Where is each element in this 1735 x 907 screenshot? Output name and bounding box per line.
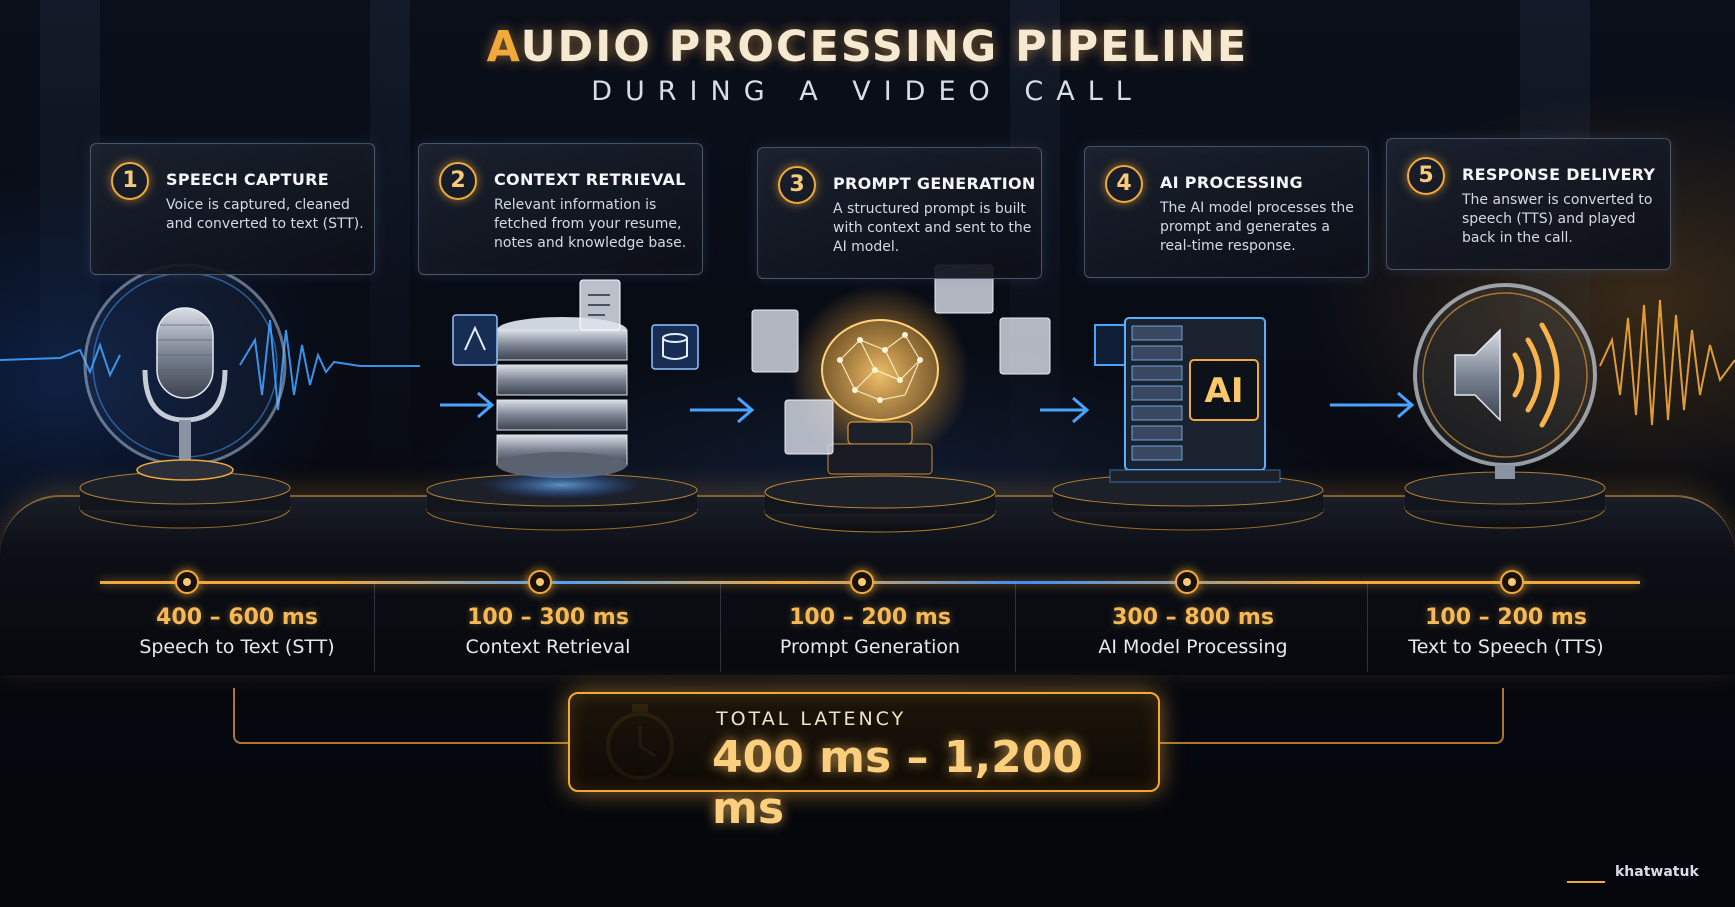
latency-stage: Text to Speech (TTS) xyxy=(1408,636,1604,658)
latency-stage: Speech to Text (STT) xyxy=(139,636,335,658)
total-latency-panel: TOTAL LATENCY 400 ms – 1,200 ms xyxy=(568,692,1160,834)
step-title: SPEECH CAPTURE xyxy=(166,170,330,189)
step-card-2: 2 CONTEXT RETRIEVAL Relevant information… xyxy=(418,143,703,275)
timeline-divider xyxy=(1015,582,1016,672)
server-icon: AI xyxy=(1094,317,1281,483)
page-subtitle: DURING A VIDEO CALL xyxy=(591,76,1144,107)
latency-stage: Prompt Generation xyxy=(779,636,961,658)
step-title: AI PROCESSING xyxy=(1160,173,1303,192)
latency-stage: Context Retrieval xyxy=(465,636,631,658)
step-number: 4 xyxy=(1105,165,1143,203)
step-card-3: 3 PROMPT GENERATION A structured prompt … xyxy=(757,147,1042,279)
total-latency-label: TOTAL LATENCY xyxy=(716,708,907,730)
page-title: AUDIO PROCESSING PIPELINE xyxy=(486,22,1249,72)
brand-name: khatwatuk xyxy=(1615,864,1699,880)
step-description: Relevant information is fetched from you… xyxy=(494,197,687,251)
microphone-icon xyxy=(83,263,287,481)
timeline-node xyxy=(175,570,199,594)
timeline-node xyxy=(1175,570,1199,594)
timeline-node xyxy=(528,570,552,594)
ai-label: AI xyxy=(1205,371,1244,411)
timeline-divider xyxy=(374,582,375,672)
step-title: PROMPT GENERATION xyxy=(833,174,1036,193)
database-icon xyxy=(452,279,699,499)
step-number: 3 xyxy=(778,166,816,204)
brand-underline xyxy=(1567,881,1605,883)
total-bracket-left xyxy=(233,688,573,744)
step-card-1: 1 SPEECH CAPTURE Voice is captured, clea… xyxy=(90,143,375,275)
speaker-icon xyxy=(1413,283,1597,479)
step-description: The AI model processes the prompt and ge… xyxy=(1160,200,1354,254)
step-title: CONTEXT RETRIEVAL xyxy=(494,170,686,189)
pedestals xyxy=(79,471,1606,533)
total-latency-value: 400 ms – 1,200 ms xyxy=(712,732,1084,834)
timeline-node xyxy=(850,570,874,594)
timeline-node xyxy=(1500,570,1524,594)
latency-value: 400 – 600 ms xyxy=(156,605,318,630)
timeline-divider xyxy=(1367,582,1368,672)
latency-value: 100 – 200 ms xyxy=(1425,605,1587,630)
total-bracket-right xyxy=(1160,688,1504,744)
step-title: RESPONSE DELIVERY xyxy=(1462,165,1656,184)
flow-arrows xyxy=(440,391,1415,424)
step-number: 5 xyxy=(1407,157,1445,195)
step-description: A structured prompt is built with contex… xyxy=(833,201,1032,255)
timeline-divider xyxy=(720,582,721,672)
input-waveform xyxy=(0,319,420,411)
step-number: 2 xyxy=(439,162,477,200)
step-card-4: 4 AI PROCESSING The AI model processes t… xyxy=(1084,146,1369,278)
step-description: Voice is captured, cleaned and converted… xyxy=(166,197,364,232)
step-description: The answer is converted to speech (TTS) … xyxy=(1462,192,1653,246)
step-number: 1 xyxy=(111,162,149,200)
latency-stage: AI Model Processing xyxy=(1098,636,1288,658)
output-waveform xyxy=(1599,299,1735,426)
brain-icon xyxy=(751,264,1051,475)
latency-value: 100 – 200 ms xyxy=(789,605,951,630)
latency-value: 300 – 800 ms xyxy=(1112,605,1274,630)
latency-value: 100 – 300 ms xyxy=(467,605,629,630)
step-card-5: 5 RESPONSE DELIVERY The answer is conver… xyxy=(1386,138,1671,270)
